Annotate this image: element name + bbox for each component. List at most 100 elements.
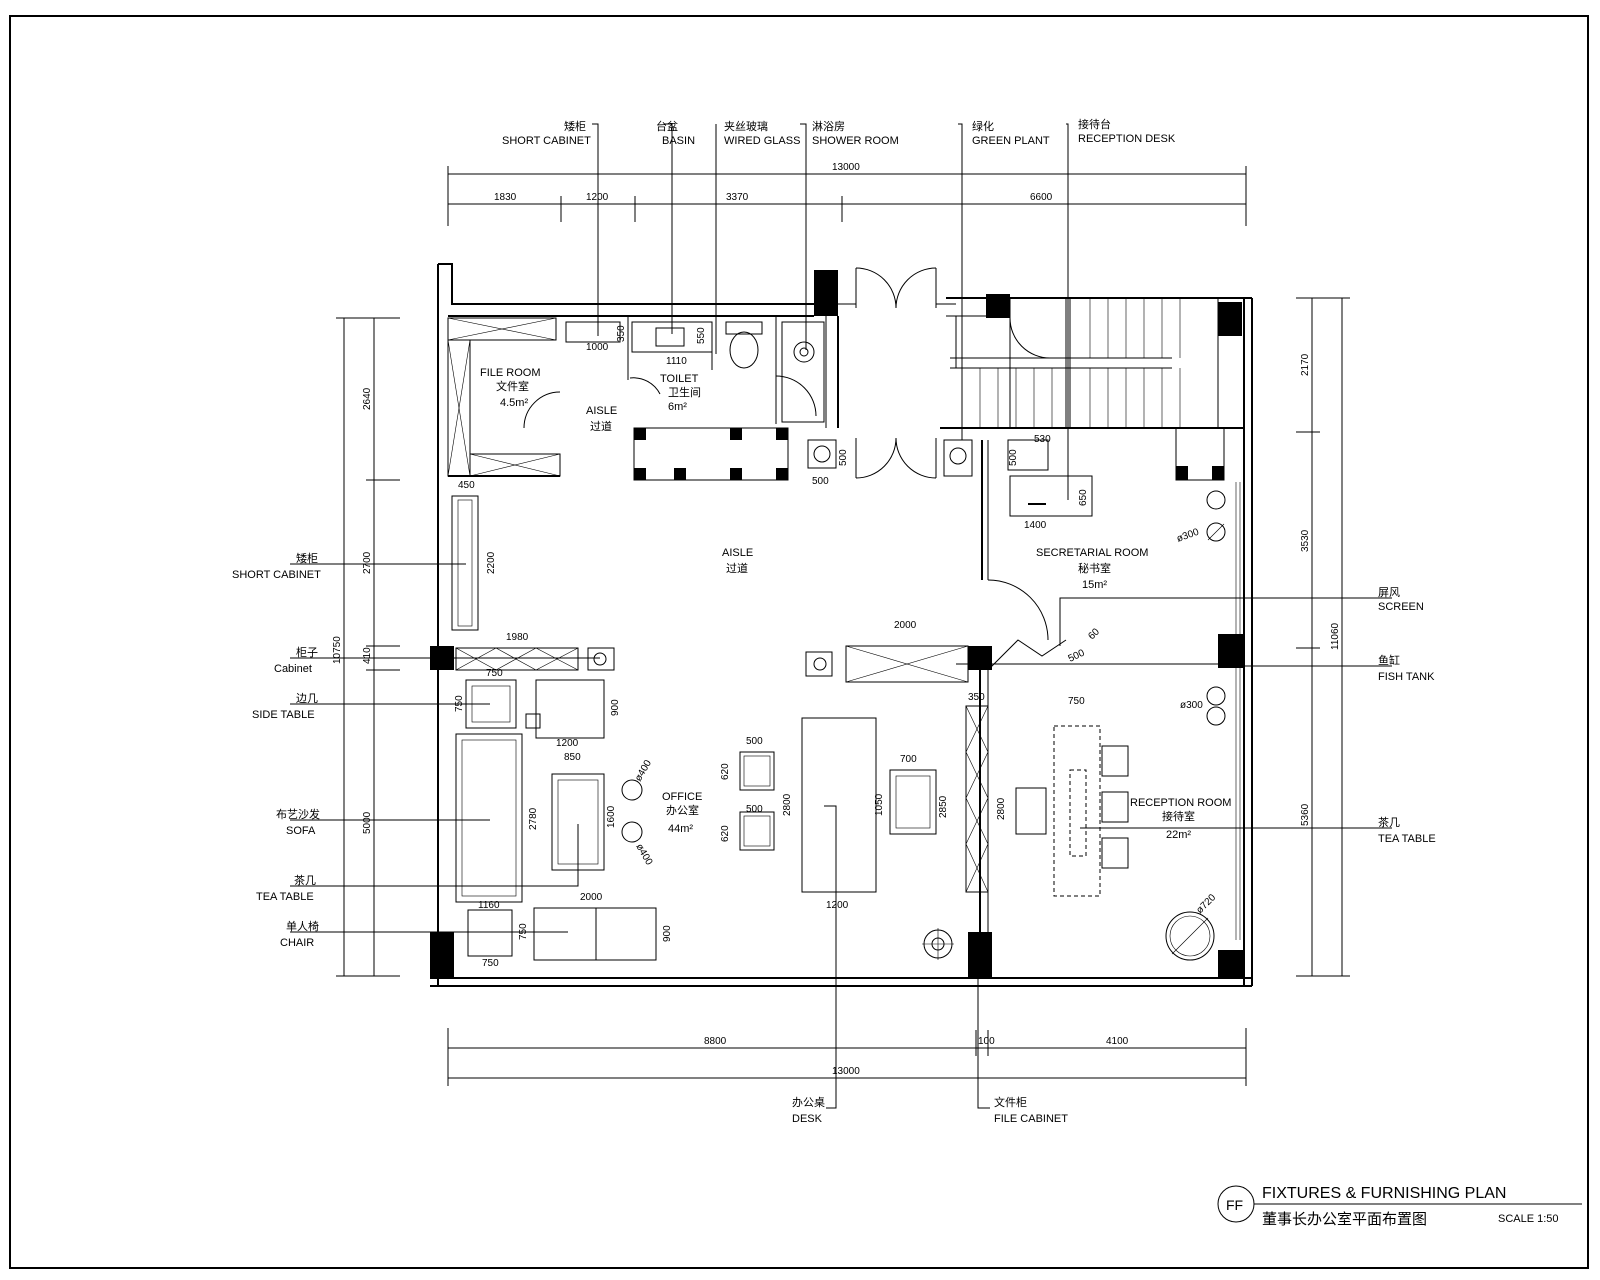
label-sofa: SOFA — [286, 825, 316, 837]
room-labels: FILE ROOM 文件室 4.5m² TOILET 卫生间 6m² AISLE… — [480, 367, 1231, 841]
cabinet-row — [455, 647, 615, 671]
dim-top-seg-1: 1830 — [494, 192, 517, 203]
label-shower-room: SHOWER ROOM — [812, 135, 899, 147]
label-green-plant: GREEN PLANT — [972, 135, 1050, 147]
label-chair-cn: 单人椅 — [286, 919, 319, 933]
label-side-table-cn: 边几 — [296, 692, 318, 705]
room-reception-cn: 接待室 — [1162, 809, 1195, 823]
dim-inner: ø720 — [1194, 892, 1218, 916]
title-en: FIXTURES & FURNISHING PLAN — [1262, 1185, 1506, 1202]
title-scale: SCALE 1:50 — [1498, 1213, 1559, 1225]
dim-left-total: 10750 — [332, 636, 343, 664]
dim-right-seg-1: 2170 — [1300, 353, 1311, 376]
dim-bottom-total: 13000 — [832, 1066, 860, 1077]
dim-right-seg-3: 5360 — [1300, 803, 1311, 826]
dim-left-seg-2: 2700 — [362, 551, 373, 574]
right-dimension-lines — [1296, 297, 1350, 977]
leader-lines — [290, 123, 1392, 1109]
room-office: OFFICE — [662, 791, 702, 803]
dim-inner: 750 — [486, 668, 503, 679]
dim-inner: ø300 — [1180, 700, 1203, 711]
office-furniture — [455, 645, 969, 961]
dim-inner: 620 — [720, 825, 731, 842]
dim-inner: 530 — [1034, 434, 1051, 445]
label-cabinet: Cabinet — [274, 663, 312, 675]
dim-left-seg-4: 5000 — [362, 811, 373, 834]
room-office-area: 44m² — [668, 823, 693, 835]
dim-inner: 2850 — [938, 795, 949, 818]
dim-top-seg-4: 6600 — [1030, 192, 1053, 203]
dim-inner: 2000 — [580, 892, 603, 903]
room-file-room: FILE ROOM — [480, 367, 541, 379]
dim-inner: 850 — [564, 752, 581, 763]
left-labels: 矮柜 SHORT CABINET 柜子 Cabinet 边几 SIDE TABL… — [232, 551, 321, 949]
label-wired-glass-cn: 夹丝玻璃 — [724, 119, 768, 133]
dim-inner: 900 — [662, 925, 673, 942]
room-secretarial-area: 15m² — [1082, 579, 1107, 591]
dim-inner: 750 — [1068, 696, 1085, 707]
room-office-cn: 办公室 — [666, 803, 699, 817]
label-wired-glass: WIRED GLASS — [724, 135, 800, 147]
dim-inner: 1110 — [666, 356, 687, 367]
label-screen: SCREEN — [1378, 601, 1424, 613]
drawing-frame — [9, 15, 1589, 1269]
label-short-cabinet-left-cn: 矮柜 — [296, 551, 318, 565]
inner-dimension-texts: 1000 350 1110 550 500 500 500 530 650 14… — [454, 325, 1219, 969]
label-screen-cn: 屏风 — [1378, 586, 1400, 599]
dim-inner: 1050 — [874, 793, 885, 816]
label-fish-tank: FISH TANK — [1378, 671, 1435, 683]
bottom-dimension-lines — [447, 1028, 1247, 1086]
dim-left-seg-1: 2640 — [362, 387, 373, 410]
dim-inner: 750 — [518, 923, 529, 940]
dim-inner: 1200 — [826, 900, 849, 911]
label-side-table: SIDE TABLE — [252, 709, 315, 721]
label-cabinet-cn: 柜子 — [296, 646, 318, 659]
dim-inner: 650 — [1078, 489, 1089, 506]
reception-furniture — [1015, 686, 1226, 961]
title-block: FF FIXTURES & FURNISHING PLAN 董事长办公室平面布置… — [1217, 1185, 1582, 1228]
dim-inner: 2780 — [528, 807, 539, 830]
dim-inner: 500 — [1008, 449, 1019, 466]
dim-top-seg-3: 3370 — [726, 192, 749, 203]
dim-inner: 60 — [1086, 626, 1102, 642]
dim-inner: 500 — [746, 736, 763, 747]
room-aisle-small-cn: 过道 — [590, 419, 612, 433]
label-tea-table-right: TEA TABLE — [1378, 833, 1436, 845]
room-toilet-cn: 卫生间 — [668, 385, 701, 399]
dim-inner: ø400 — [633, 758, 654, 784]
title-cn: 董事长办公室平面布置图 — [1262, 1211, 1427, 1228]
label-file-cabinet-cn: 文件柜 — [994, 1095, 1027, 1109]
dim-left-seg-3: 410 — [362, 647, 373, 664]
label-sofa-cn: 布艺沙发 — [276, 807, 320, 821]
label-desk-cn: 办公桌 — [792, 1096, 825, 1109]
file-cabinet — [965, 705, 989, 893]
right-labels: 屏风 SCREEN 鱼缸 FISH TANK 茶几 TEA TABLE — [1378, 586, 1436, 845]
dim-right-total: 11060 — [1330, 622, 1341, 650]
room-file-room-cn: 文件室 — [496, 379, 529, 393]
dim-right-seg-2: 3530 — [1300, 529, 1311, 552]
room-secretarial-cn: 秘书室 — [1078, 561, 1111, 575]
dim-bottom-seg-3: 4100 — [1106, 1036, 1129, 1047]
aisle-sofa — [633, 427, 973, 481]
left-dimension-lines — [336, 317, 400, 977]
dim-inner: 500 — [838, 449, 849, 466]
dim-inner: 750 — [482, 958, 499, 969]
dim-inner: 1160 — [478, 900, 500, 911]
dim-inner: 1200 — [556, 738, 579, 749]
room-secretarial: SECRETARIAL ROOM — [1036, 547, 1148, 559]
dim-inner: 500 — [1067, 648, 1087, 665]
dim-inner: 900 — [610, 699, 621, 716]
room-reception: RECEPTION ROOM — [1130, 797, 1231, 809]
label-tea-table-left-cn: 茶几 — [294, 874, 316, 887]
dim-inner: 2000 — [894, 620, 917, 631]
label-desk: DESK — [792, 1113, 823, 1125]
label-tea-table-left: TEA TABLE — [256, 891, 314, 903]
dim-inner: 750 — [454, 695, 465, 712]
toilet-fixtures — [565, 321, 825, 423]
dim-inner: ø300 — [1175, 527, 1201, 545]
dim-inner: 2200 — [486, 551, 497, 574]
room-toilet-area: 6m² — [668, 401, 687, 413]
room-aisle-small: AISLE — [586, 405, 617, 417]
dim-inner: 1600 — [606, 805, 617, 828]
